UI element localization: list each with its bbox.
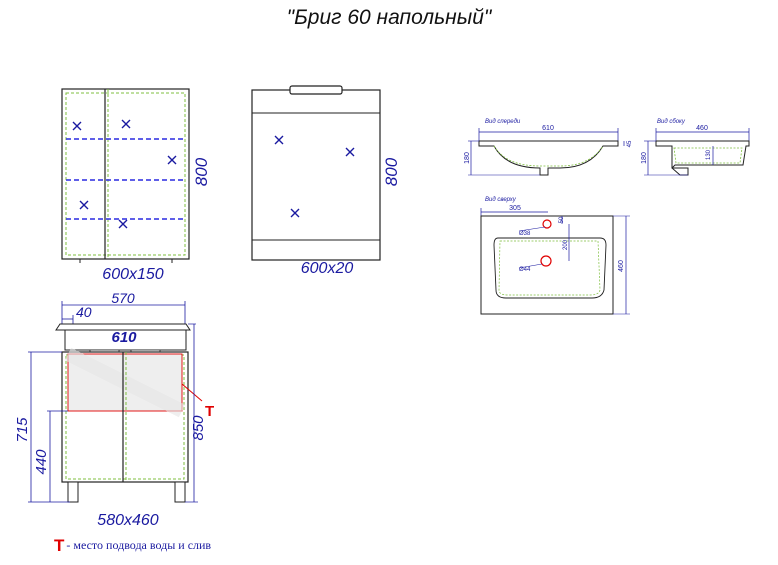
- vanity-height-door: 440: [33, 449, 50, 475]
- basin-top-view: Вид сверху 305 Ø38 Ø44 50 200 460: [480, 197, 630, 315]
- drain-hole-icon: [540, 255, 552, 267]
- mirror-height-label: 800: [382, 157, 401, 186]
- basin-top-tap-hole: Ø38: [519, 231, 531, 237]
- basin-front-caption: Вид спереди: [485, 119, 521, 125]
- mount-point-icon: [274, 135, 355, 218]
- legend-text: - место подвода воды и слив: [66, 538, 212, 552]
- basin-front-view: Вид спереди 610 180 45: [464, 119, 633, 176]
- basin-top-depth: 460: [618, 260, 625, 272]
- basin-top-drain-hole: Ø44: [519, 267, 531, 273]
- basin-front-width: 610: [542, 125, 554, 132]
- basin-top-drain-distance: 200: [563, 239, 569, 250]
- page-title: "Бриг 60 напольный": [286, 6, 492, 29]
- tap-hole-icon: [542, 219, 552, 229]
- vanity-basin-width: 610: [111, 329, 137, 346]
- basin-top-small: 50: [559, 216, 565, 223]
- lamp-bar: [289, 85, 343, 95]
- basin-side-height: 180: [641, 152, 648, 164]
- mirror-size-label: 600x20: [301, 260, 354, 277]
- vanity-unit-view: 570 40 610 T 715 440 850 580x460: [14, 290, 214, 529]
- basin-side-width: 460: [696, 125, 708, 132]
- basin-front-small: 45: [627, 140, 633, 147]
- mirror-front-view: [251, 85, 381, 261]
- basin-side-inner: 130: [706, 149, 712, 160]
- basin-top-caption: Вид сверху: [485, 197, 517, 203]
- vanity-height-total: 715: [14, 417, 31, 443]
- cabinet-height-label: 800: [192, 157, 211, 186]
- mirror-cabinet-front-view: [61, 88, 190, 263]
- basin-side-caption: Вид сбоку: [657, 119, 686, 125]
- vanity-top-width: 570: [111, 290, 135, 306]
- vanity-inset: 40: [76, 304, 92, 320]
- basin-side-view: Вид сбоку 460 180 130: [641, 119, 750, 176]
- legend-marker: T: [54, 536, 65, 555]
- cabinet-size-label: 600x150: [102, 266, 163, 283]
- vanity-height-floor: 850: [190, 415, 207, 441]
- basin-top-offset: 305: [509, 205, 521, 212]
- legend: T- место подвода воды и слив: [54, 536, 211, 556]
- vanity-footprint: 580x460: [97, 512, 158, 529]
- mount-point-icon: [72, 119, 177, 229]
- plumbing-marker: T: [205, 403, 214, 420]
- basin-front-height: 180: [464, 152, 471, 164]
